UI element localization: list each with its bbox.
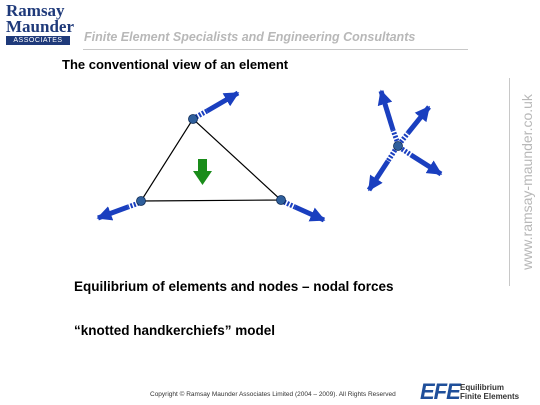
body-text-line-1: Equilibrium of elements and nodes – noda… [74,279,394,294]
body-text-line-2: “knotted handkerchiefs” model [74,323,276,338]
company-tagline: Finite Element Specialists and Engineeri… [84,30,416,44]
nodal-force-arrow-right [282,199,326,223]
efe-line-2: Finite Elements [460,392,520,401]
logo-line-3: ASSOCIATES [6,36,70,45]
body-load-arrow [193,159,212,185]
slide-title: The conventional view of an element [62,57,289,72]
logo-line-1: Ramsay [6,1,65,20]
ramsay-maunder-logo: Ramsay Maunder ASSOCIATES [6,1,74,47]
copyright-notice: Copyright © Ramsay Maunder Associates Li… [150,391,396,398]
nodal-force-arrow-top [194,90,240,120]
node-force-arrow-upright [399,105,431,144]
node-top [188,114,198,124]
efe-logo-text: Equilibrium Finite Elements [460,383,519,401]
nodal-force-arrow-left [96,200,140,221]
node-left [136,196,146,206]
node-force-arrow-downright [400,146,443,177]
logo-line-2: Maunder [6,17,74,36]
triangle-element [139,118,283,202]
efe-logo-mark: EFE [420,379,461,404]
node-right [276,195,286,205]
free-node [393,141,403,151]
node-force-arrow-up [377,89,400,142]
node-force-arrow-downleft [366,148,398,192]
efe-line-1: Equilibrium [460,383,504,392]
side-divider [509,78,510,286]
header-divider [83,49,468,50]
